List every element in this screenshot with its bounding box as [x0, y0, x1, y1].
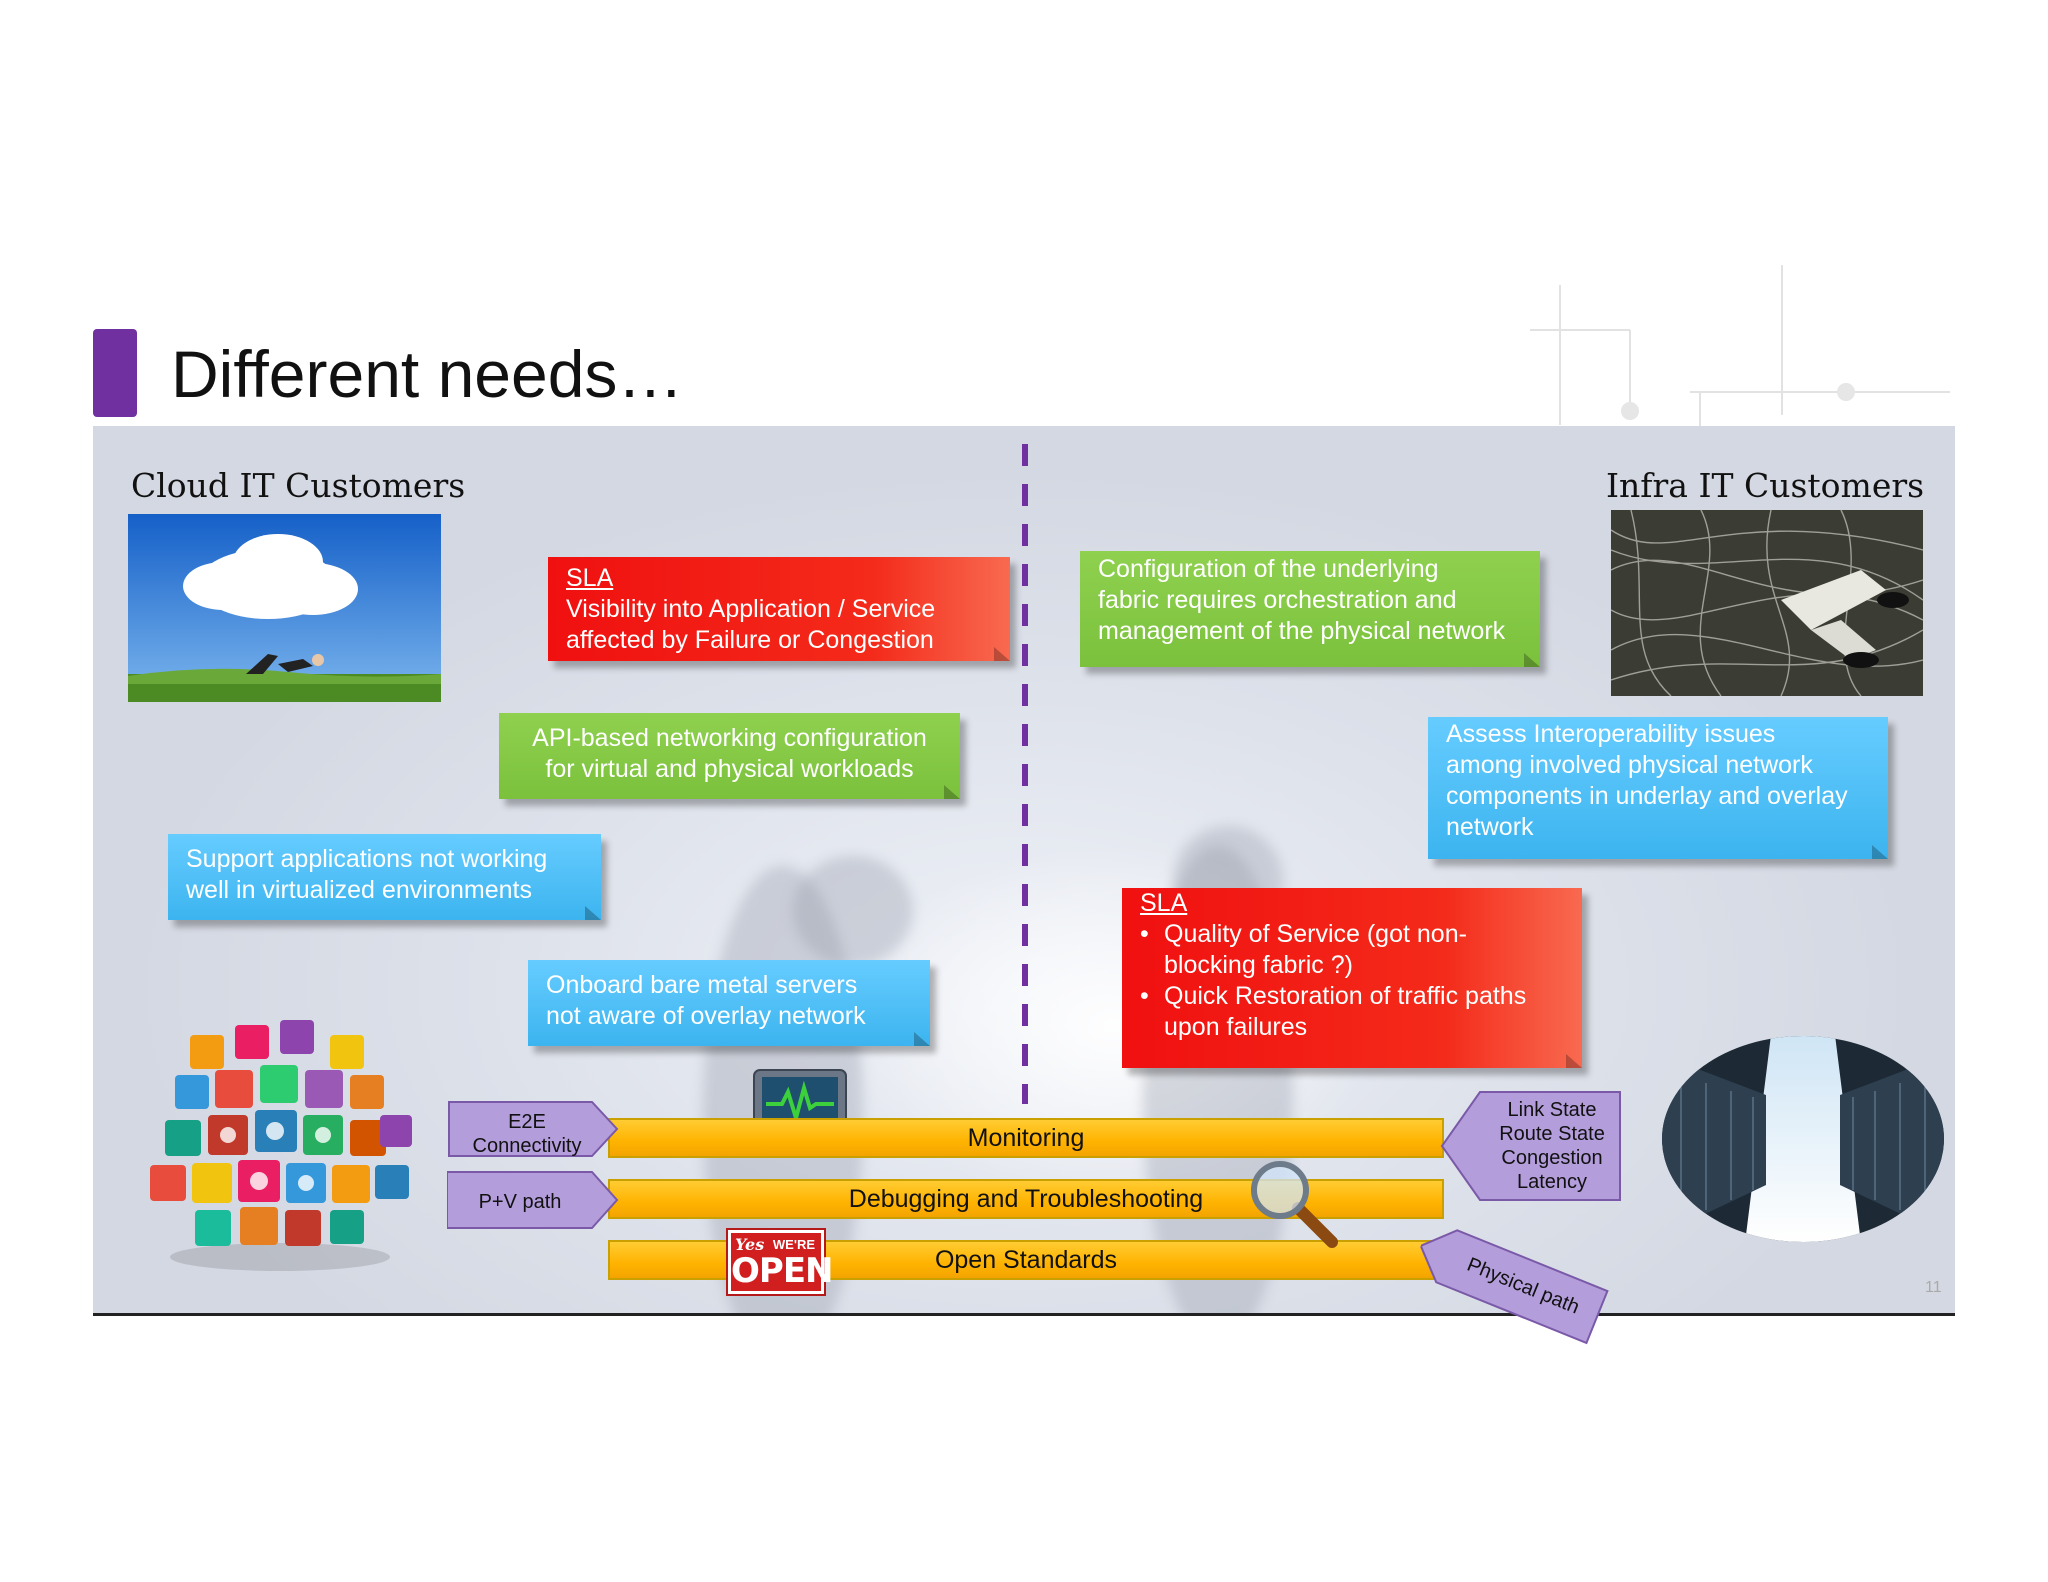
sla-left-line2: affected by Failure or Congestion [566, 626, 934, 654]
left-tag-arrows [447, 1101, 619, 1229]
open-standards-label: Open Standards [934, 1246, 1118, 1274]
cloud-it-heading: Cloud IT Customers [131, 466, 466, 505]
sla-right-bullets: Quality of Service (got non- blocking fa… [1140, 919, 1564, 1043]
assess-line4: network [1446, 813, 1534, 841]
onboard-line2: not aware of overlay network [546, 1002, 866, 1030]
congestion-text: Congestion [1501, 1147, 1603, 1169]
physical-path-tag: Physical path [1410, 1218, 1610, 1346]
sla-qos-box: SLA Quality of Service (got non- blockin… [1122, 888, 1582, 1068]
config-fabric-line2: fabric requires orchestration and [1098, 586, 1457, 614]
open-sign-yes: Yes [735, 1235, 765, 1254]
background-head-left [793, 856, 913, 966]
onboard-bare-metal-box: Onboard bare metal servers not aware of … [528, 960, 930, 1046]
config-fabric-line3: management of the physical network [1098, 617, 1506, 645]
sla-bullet1-line1: Quality of Service (got non- [1164, 920, 1467, 948]
link-state-text: Link State [1507, 1099, 1597, 1121]
e2e-connectivity-tag: E2E Connectivity [452, 1110, 602, 1158]
title-accent-bar [93, 329, 137, 417]
open-sign-open: OPEN [731, 1251, 834, 1291]
assess-interop-box: Assess Interoperability issues among inv… [1428, 717, 1888, 859]
latency-text: Latency [1516, 1171, 1588, 1193]
pv-path-tag: P+V path [478, 1191, 562, 1213]
support-apps-line2: well in virtualized environments [186, 876, 532, 904]
dashed-divider [1022, 444, 1028, 1104]
infra-it-heading: Infra IT Customers [1606, 466, 1925, 505]
sla-left-title: SLA [566, 564, 614, 592]
cloud-field-photo [128, 514, 441, 702]
page-number: 11 [1925, 1279, 1942, 1296]
sla-bullet1-line2: blocking fabric ?) [1164, 951, 1353, 979]
api-config-box: API-based networking configuration for v… [499, 713, 960, 799]
open-sign-were: WE'RE [772, 1237, 815, 1252]
decorative-circuit-lines [1530, 265, 1950, 430]
onboard-line1: Onboard bare metal servers [546, 971, 858, 999]
link-state-tag: Link State Route State Congestion Latenc… [1482, 1098, 1622, 1194]
route-state-text: Route State [1499, 1123, 1605, 1145]
monitoring-bar: Monitoring [608, 1118, 1444, 1158]
debugging-bar: Debugging and Troubleshooting [608, 1179, 1444, 1219]
config-fabric-line1: Configuration of the underlying [1098, 555, 1439, 583]
panel-bottom-rule [93, 1313, 1955, 1316]
sla-right-title: SLA [1140, 889, 1188, 917]
support-apps-line1: Support applications not working [186, 845, 548, 873]
e2e-line2: Connectivity [472, 1135, 582, 1157]
sla-left-line1: Visibility into Application / Service [566, 595, 936, 623]
sla-bullet2-line2: upon failures [1164, 1013, 1308, 1041]
sla-bullet-restoration: Quick Restoration of traffic paths upon … [1140, 981, 1564, 1043]
physical-path-shape [1419, 1229, 1609, 1345]
monitoring-label: Monitoring [967, 1124, 1085, 1152]
config-fabric-box: Configuration of the underlying fabric r… [1080, 551, 1540, 667]
sla-bullet-qos: Quality of Service (got non- blocking fa… [1140, 919, 1564, 981]
support-apps-box: Support applications not working well in… [168, 834, 601, 920]
debugging-label: Debugging and Troubleshooting [848, 1185, 1204, 1213]
sla-bullet2-line1: Quick Restoration of traffic paths [1164, 982, 1527, 1010]
sla-visibility-box: SLA Visibility into Application / Servic… [548, 557, 1010, 661]
datacenter-photo [1662, 1036, 1944, 1242]
api-config-line2: for virtual and physical workloads [545, 755, 914, 783]
link-state-tag-shape [1440, 1091, 1621, 1201]
assess-line1: Assess Interoperability issues [1446, 720, 1776, 748]
magnifier-icon [1251, 1161, 1338, 1248]
api-config-line1: API-based networking configuration [532, 724, 927, 752]
tangled-cables-photo [1611, 510, 1923, 696]
e2e-line1: E2E [508, 1111, 546, 1133]
assess-line3: components in underlay and overlay [1446, 782, 1848, 810]
assess-line2: among involved physical network [1446, 751, 1813, 779]
app-cubes-icon [150, 1020, 412, 1271]
slide-title: Different needs… [171, 337, 684, 411]
open-sign-icon: Yes WE'RE OPEN [726, 1228, 834, 1296]
